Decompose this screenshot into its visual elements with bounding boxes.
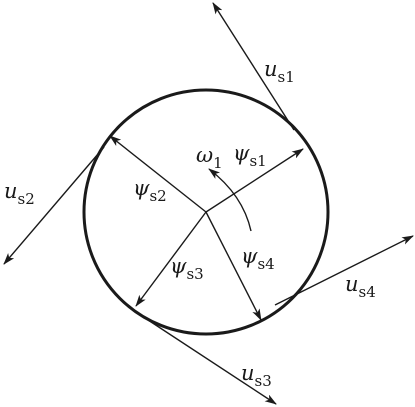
psi-s3-vector [135,211,207,307]
u-s2-vector [3,146,105,265]
u-s1-vector [212,2,295,131]
flux-circle [82,88,330,336]
psi-s4-vector [205,211,262,321]
psi-s1-label: ψs1 [233,141,267,170]
rotation-arrow [208,168,252,232]
psi-s4-label: ψs4 [241,244,275,273]
u-s3-label: us3 [241,361,272,390]
psi-s2-label: ψs2 [133,176,167,205]
u-s1-label: us1 [264,57,295,86]
psi-s2-vector [109,135,207,213]
psi-s1-vector [205,148,304,213]
u-s2-label: us2 [4,179,35,208]
omega-label: ω1 [196,143,223,172]
psi-s3-label: ψs3 [170,254,204,283]
u-s4-vector [274,235,414,306]
u-s4-label: us4 [345,272,376,301]
u-s3-vector [144,317,277,405]
